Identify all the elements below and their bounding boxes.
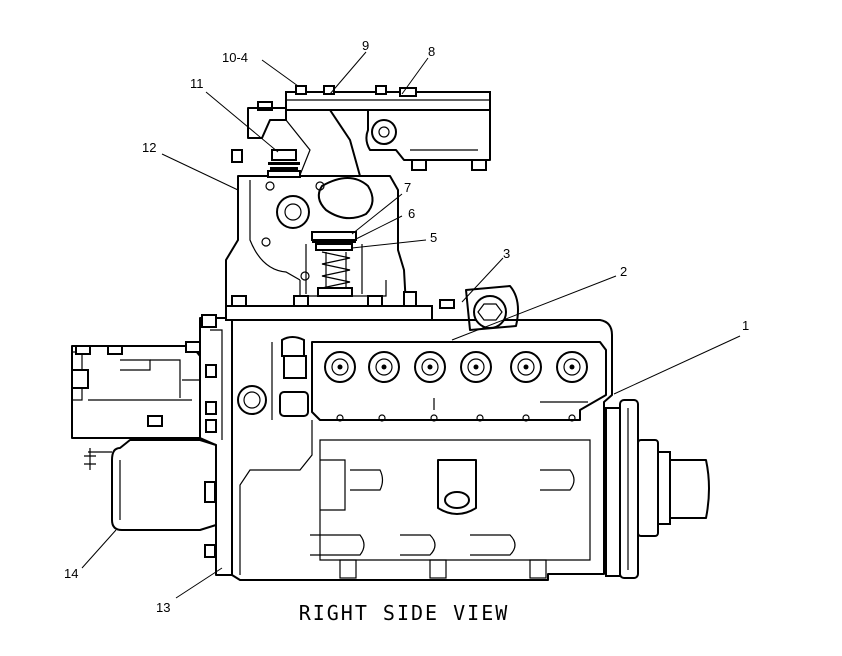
leader-13	[175, 567, 223, 599]
callout-13: 13	[156, 600, 170, 615]
leader-2	[451, 275, 617, 341]
callout-7: 7	[404, 180, 411, 195]
callout-1: 1	[742, 318, 749, 333]
left-cover	[71, 341, 201, 439]
end-plate	[199, 314, 267, 576]
leader-14	[81, 529, 117, 569]
callout-3: 3	[503, 246, 510, 261]
callout-8: 8	[428, 44, 435, 59]
governor-housing	[225, 175, 455, 321]
nut-washer-stack	[267, 149, 301, 178]
callout-9: 9	[362, 38, 369, 53]
callout-6: 6	[408, 206, 415, 221]
view-caption: RIGHT SIDE VIEW	[299, 601, 510, 625]
leader-1	[613, 335, 741, 395]
leader-12	[161, 153, 239, 191]
leader-3	[461, 257, 504, 303]
callout-11: 11	[190, 76, 204, 91]
callout-leaders	[81, 51, 741, 599]
drive-flange	[605, 399, 710, 579]
leader-10-4	[261, 59, 299, 87]
leader-11	[205, 91, 279, 153]
callout-14: 14	[64, 566, 78, 581]
leader-7	[351, 193, 403, 235]
delivery-valve-holders	[324, 351, 588, 383]
pump-housing	[231, 319, 613, 581]
callout-10-4: 10-4	[222, 50, 248, 65]
callout-12: 12	[142, 140, 156, 155]
lower-canister	[84, 439, 217, 531]
callout-5: 5	[430, 230, 437, 245]
banjo-fitting	[465, 285, 519, 331]
top-lever-assembly	[231, 85, 491, 177]
leader-5	[351, 239, 427, 249]
callout-2: 2	[620, 264, 627, 279]
callout-labels: 1 2 3 5 6 7 8 9 10-4 11 12 13 14	[64, 38, 749, 615]
bleed-screw	[271, 336, 309, 420]
leader-9	[329, 51, 367, 95]
spring-assembly	[305, 231, 363, 297]
leader-6	[353, 215, 403, 241]
leader-8	[401, 57, 429, 95]
